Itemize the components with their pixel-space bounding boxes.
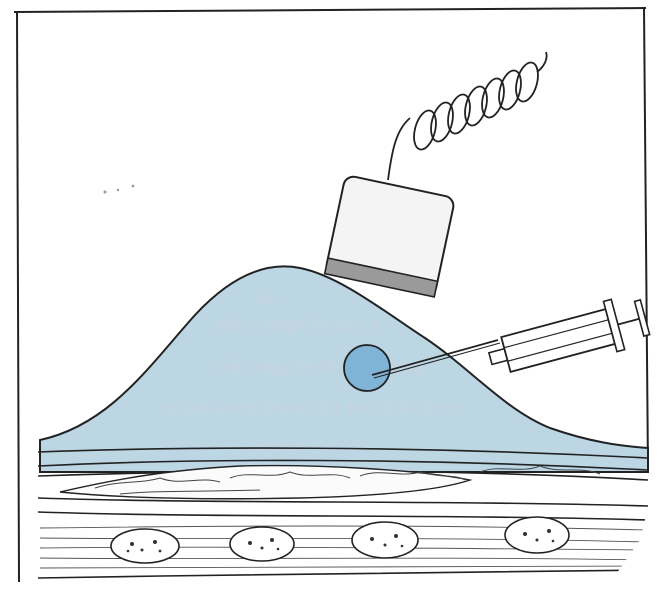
syringe-plunger-rod bbox=[618, 319, 639, 325]
deep-lobules bbox=[111, 517, 569, 563]
lobule-3 bbox=[352, 522, 418, 558]
lobule-4 bbox=[505, 517, 569, 553]
svg-text:elation: elation bbox=[250, 436, 302, 457]
svg-text:sed using the clear drawing: sed using the clear drawing bbox=[215, 356, 423, 377]
lobule-2 bbox=[230, 527, 294, 561]
scan-specks bbox=[104, 185, 135, 194]
svg-text:sed to target in our ca: sed to target in our ca bbox=[215, 314, 379, 335]
svg-text:nd advanced toward the lesion: nd advanced toward the lesion in the ce bbox=[162, 397, 462, 418]
lesion-target bbox=[344, 345, 390, 391]
probe-cable bbox=[388, 52, 547, 180]
lobule-1 bbox=[111, 529, 179, 563]
syringe-barrel bbox=[501, 309, 615, 372]
syringe bbox=[484, 292, 652, 384]
ultrasound-transducer bbox=[325, 175, 456, 297]
svg-text:le: le bbox=[260, 287, 274, 308]
